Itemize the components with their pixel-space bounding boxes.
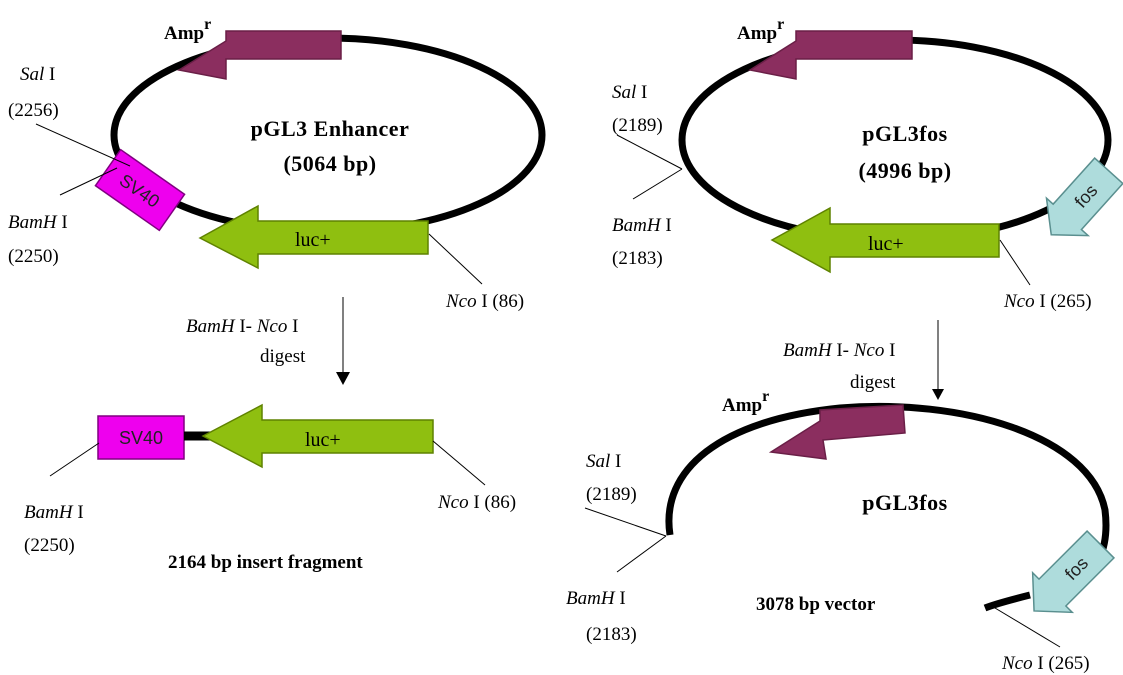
fragment-nco-label: Nco I (86)	[437, 492, 516, 513]
digest-a: BamH I- Nco I digest	[186, 297, 350, 385]
vector-pgl3fos: Ampr fos pGL3fos Sal I (2189) BamH I (21…	[566, 388, 1116, 674]
vector-backbone	[665, 402, 1110, 589]
digest-a-word: digest	[260, 346, 306, 367]
plasmid-b-amp-arrow	[748, 30, 913, 80]
plasmid-b-bam-pos: (2183)	[612, 248, 663, 269]
fragment-caption: 2164 bp insert fragment	[168, 552, 363, 573]
plasmid-a-amp-label: Ampr	[164, 16, 211, 44]
plasmid-a-luc-label: luc+	[295, 229, 331, 251]
insert-fragment: SV40 luc+ BamH I (2250) Nco I (86) 2164 …	[24, 403, 516, 573]
plasmid-pgl3-enhancer: Ampr luc+ SV40 pGL3 Enhancer (5064 bp) S…	[8, 16, 546, 312]
vector-amp-arrow	[768, 404, 906, 460]
vector-fos-arrow	[1031, 529, 1116, 614]
plasmid-b-luc-label: luc+	[868, 233, 904, 255]
plasmid-pgl3fos: Ampr luc+ fos pGL3fos (4996 bp) Sal I (2…	[612, 16, 1123, 312]
plasmid-b-bam-label: BamH I	[612, 215, 672, 236]
plasmid-a-luc-arrow	[198, 204, 429, 270]
vector-sal-pos: (2189)	[586, 484, 637, 505]
plasmid-a-nco-label: Nco I (86)	[445, 291, 524, 312]
plasmid-a-bam-pos: (2250)	[8, 246, 59, 267]
plasmid-b-sal-pos: (2189)	[612, 115, 663, 136]
plasmid-a-amp-arrow	[176, 30, 342, 80]
vector-caption: 3078 bp vector	[756, 594, 876, 615]
vector-title: pGL3fos	[862, 490, 947, 515]
fragment-sv40-box	[97, 415, 185, 460]
plasmid-b-title: pGL3fos	[862, 121, 947, 146]
plasmid-a-sal-label: Sal I	[20, 64, 55, 85]
plasmid-a-size: (5064 bp)	[283, 151, 376, 176]
plasmid-b-size: (4996 bp)	[858, 158, 951, 183]
plasmid-b-luc-arrow	[770, 206, 1000, 274]
plasmid-a-title: pGL3 Enhancer	[251, 116, 410, 141]
fragment-bam-pos: (2250)	[24, 535, 75, 556]
plasmid-a-sv40-box	[94, 148, 186, 232]
digest-b-word: digest	[850, 372, 896, 393]
plasmid-b-nco-label: Nco I (265)	[1003, 291, 1092, 312]
fragment-bam-label: BamH I	[24, 502, 84, 523]
vector-amp-label: Ampr	[722, 388, 769, 416]
vector-nco-label: Nco I (265)	[1001, 653, 1090, 674]
digest-b: BamH I- Nco I digest	[783, 320, 944, 400]
fragment-luc-arrow	[201, 403, 434, 469]
digest-a-enzymes: BamH I- Nco I	[186, 316, 298, 337]
fragment-sv40-label: SV40	[119, 428, 163, 448]
plasmid-b-fos-arrow	[1045, 157, 1123, 237]
plasmid-a-sal-pos: (2256)	[8, 100, 59, 121]
plasmid-a-bam-label: BamH I	[8, 212, 68, 233]
digest-b-enzymes: BamH I- Nco I	[783, 340, 895, 361]
plasmid-b-amp-label: Ampr	[737, 16, 784, 44]
vector-sal-label: Sal I	[586, 451, 621, 472]
vector-bam-label: BamH I	[566, 588, 626, 609]
fragment-luc-label: luc+	[305, 429, 341, 451]
vector-bam-pos: (2183)	[586, 624, 637, 645]
plasmid-b-sal-label: Sal I	[612, 82, 647, 103]
